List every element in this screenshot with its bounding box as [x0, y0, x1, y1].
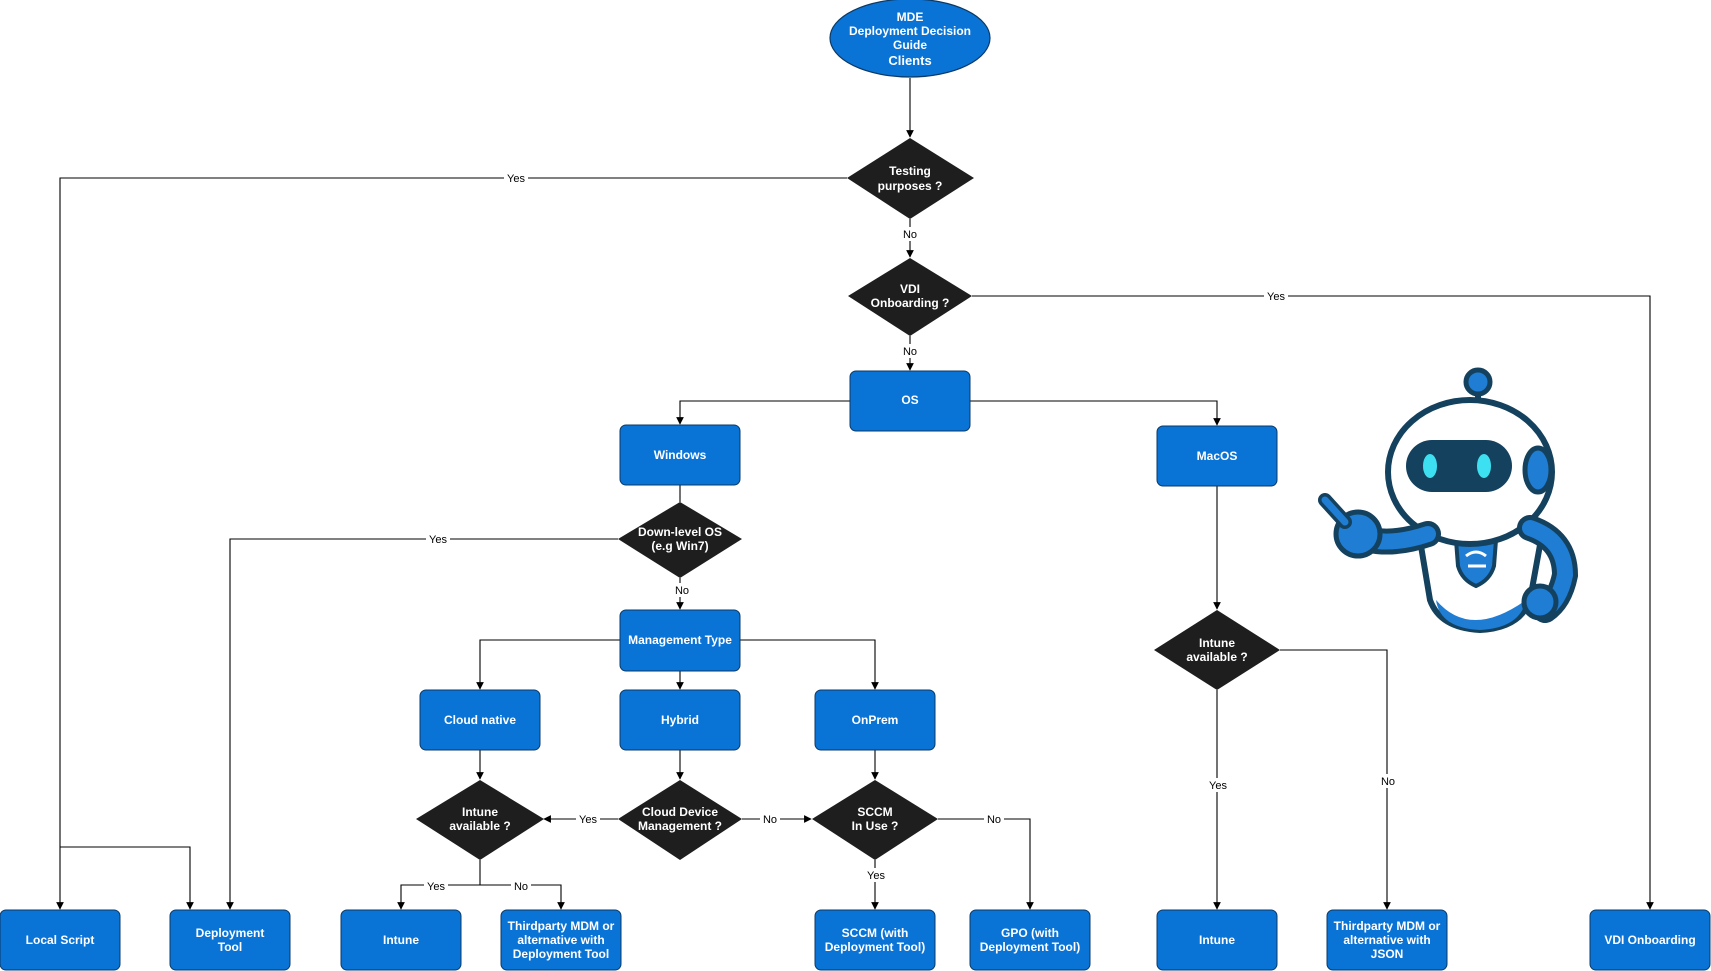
box-vdi-onboarding: VDI Onboarding	[1589, 909, 1711, 971]
decision-sccm-l1: SCCM	[857, 805, 892, 819]
robot-mascot-icon	[1318, 367, 1579, 634]
edge-labels: Yes No Yes No Yes No Yes No Yes No Yes N…	[424, 171, 1398, 893]
box-cloud-native: Cloud native	[419, 689, 541, 751]
box-deployment-tool-l2: Tool	[218, 940, 242, 954]
box-onprem: OnPrem	[814, 689, 936, 751]
box-vdi-onboarding-l1: VDI Onboarding	[1604, 933, 1695, 947]
box-thirdparty-mac-l2: alternative with	[1343, 933, 1430, 947]
label-downlevel-no: No	[675, 585, 689, 597]
label-cloud-yes: Yes	[579, 814, 597, 826]
edge-sccm-no	[938, 818, 1034, 910]
label-testing-no: No	[903, 229, 917, 241]
start-node: MDE Deployment Decision Guide Clients	[829, 0, 991, 78]
decision-intune-win-l1: Intune	[462, 805, 498, 819]
decision-downlevel-l2: (e.g Win7)	[651, 539, 708, 553]
box-thirdparty-mac-l1: Thirdparty MDM or	[1334, 919, 1441, 933]
edge-vdi-yes	[972, 295, 1654, 910]
box-cloud-native-l1: Cloud native	[444, 713, 516, 727]
decision-cloud-device-l2: Management ?	[638, 819, 722, 833]
box-thirdparty-mac-l3: JSON	[1371, 947, 1404, 961]
edge-os-macos	[970, 400, 1221, 426]
box-intune-mac: Intune	[1156, 909, 1278, 971]
start-line-4: Clients	[888, 53, 931, 68]
edges	[56, 78, 1654, 910]
edge-intunemac-no	[1280, 649, 1391, 910]
box-os: OS	[849, 370, 971, 432]
label-vdi-no: No	[903, 346, 917, 358]
decision-cloud-device: Cloud Device Management ?	[618, 780, 742, 860]
start-line-3: Guide	[893, 38, 927, 52]
label-intunemac-yes: Yes	[1209, 780, 1227, 792]
decision-downlevel-l1: Down-level OS	[638, 525, 722, 539]
label-testing-yes: Yes	[507, 173, 525, 185]
decision-testing: Testing purposes ?	[847, 138, 974, 219]
decision-intune-mac-l1: Intune	[1199, 636, 1235, 650]
box-gpo-deploy-l1: GPO (with	[1001, 926, 1059, 940]
box-local-script-l1: Local Script	[26, 933, 95, 947]
box-thirdparty-win-l2: alternative with	[517, 933, 604, 947]
decision-sccm: SCCM In Use ?	[812, 780, 938, 860]
box-macos: MacOS	[1156, 425, 1278, 487]
box-thirdparty-mac: Thirdparty MDM or alternative with JSON	[1326, 909, 1448, 971]
label-vdi-yes: Yes	[1267, 291, 1285, 303]
edge-intunewin-no	[480, 884, 565, 910]
box-os-l1: OS	[901, 393, 918, 407]
decision-testing-l2: purposes ?	[878, 179, 943, 193]
edge-testing-yes	[56, 177, 847, 910]
box-intune-mac-l1: Intune	[1199, 933, 1235, 947]
box-hybrid: Hybrid	[619, 689, 741, 751]
edge-mgmt-cloudnative	[476, 639, 620, 690]
edge-mgmt-onprem	[740, 639, 879, 690]
label-sccm-no: No	[987, 814, 1001, 826]
edge-testing-yes-deployment	[60, 846, 194, 910]
box-hybrid-l1: Hybrid	[661, 713, 699, 727]
box-intune-win: Intune	[340, 909, 462, 971]
decision-sccm-l2: In Use ?	[852, 819, 899, 833]
edge-os-windows	[676, 400, 850, 425]
box-intune-win-l1: Intune	[383, 933, 419, 947]
box-sccm-deploy-l1: SCCM (with	[842, 926, 909, 940]
label-intunemac-no: No	[1381, 776, 1395, 788]
box-mgmt-type: Management Type	[619, 609, 741, 672]
edge-intunewin-yes	[397, 884, 480, 910]
box-local-script: Local Script	[0, 909, 121, 971]
box-deployment-tool-l1: Deployment	[196, 926, 265, 940]
decision-vdi: VDI Onboarding ?	[848, 258, 972, 336]
decision-vdi-l2: Onboarding ?	[871, 296, 950, 310]
box-mgmt-type-l1: Management Type	[628, 633, 732, 647]
box-thirdparty-win: Thirdparty MDM or alternative with Deplo…	[500, 909, 622, 971]
decision-cloud-device-l1: Cloud Device	[642, 805, 718, 819]
box-gpo-deploy-l2: Deployment Tool)	[980, 940, 1080, 954]
decision-intune-mac: Intune available ?	[1154, 610, 1280, 690]
label-downlevel-yes: Yes	[429, 534, 447, 546]
box-thirdparty-win-l3: Deployment Tool	[513, 947, 609, 961]
decision-testing-l1: Testing	[889, 164, 931, 178]
box-gpo-deploy: GPO (with Deployment Tool)	[969, 909, 1091, 971]
box-macos-l1: MacOS	[1197, 449, 1238, 463]
box-sccm-deploy-l2: Deployment Tool)	[825, 940, 925, 954]
box-thirdparty-win-l1: Thirdparty MDM or	[508, 919, 615, 933]
box-windows-l1: Windows	[654, 448, 707, 462]
edge-downlevel-yes	[226, 538, 618, 910]
start-line-1: MDE	[897, 10, 924, 24]
box-sccm-deploy: SCCM (with Deployment Tool)	[814, 909, 936, 971]
box-deployment-tool: Deployment Tool	[169, 909, 291, 971]
decision-downlevel: Down-level OS (e.g Win7)	[618, 502, 742, 578]
box-windows: Windows	[619, 424, 741, 486]
label-sccm-yes: Yes	[867, 870, 885, 882]
label-cloud-no: No	[763, 814, 777, 826]
box-onprem-l1: OnPrem	[852, 713, 899, 727]
start-line-2: Deployment Decision	[849, 24, 971, 38]
label-intunewin-yes: Yes	[427, 881, 445, 893]
decision-intune-win: Intune available ?	[416, 780, 544, 860]
decision-intune-mac-l2: available ?	[1186, 650, 1247, 664]
label-intunewin-no: No	[514, 881, 528, 893]
decision-intune-win-l2: available ?	[449, 819, 510, 833]
decision-vdi-l1: VDI	[900, 282, 920, 296]
